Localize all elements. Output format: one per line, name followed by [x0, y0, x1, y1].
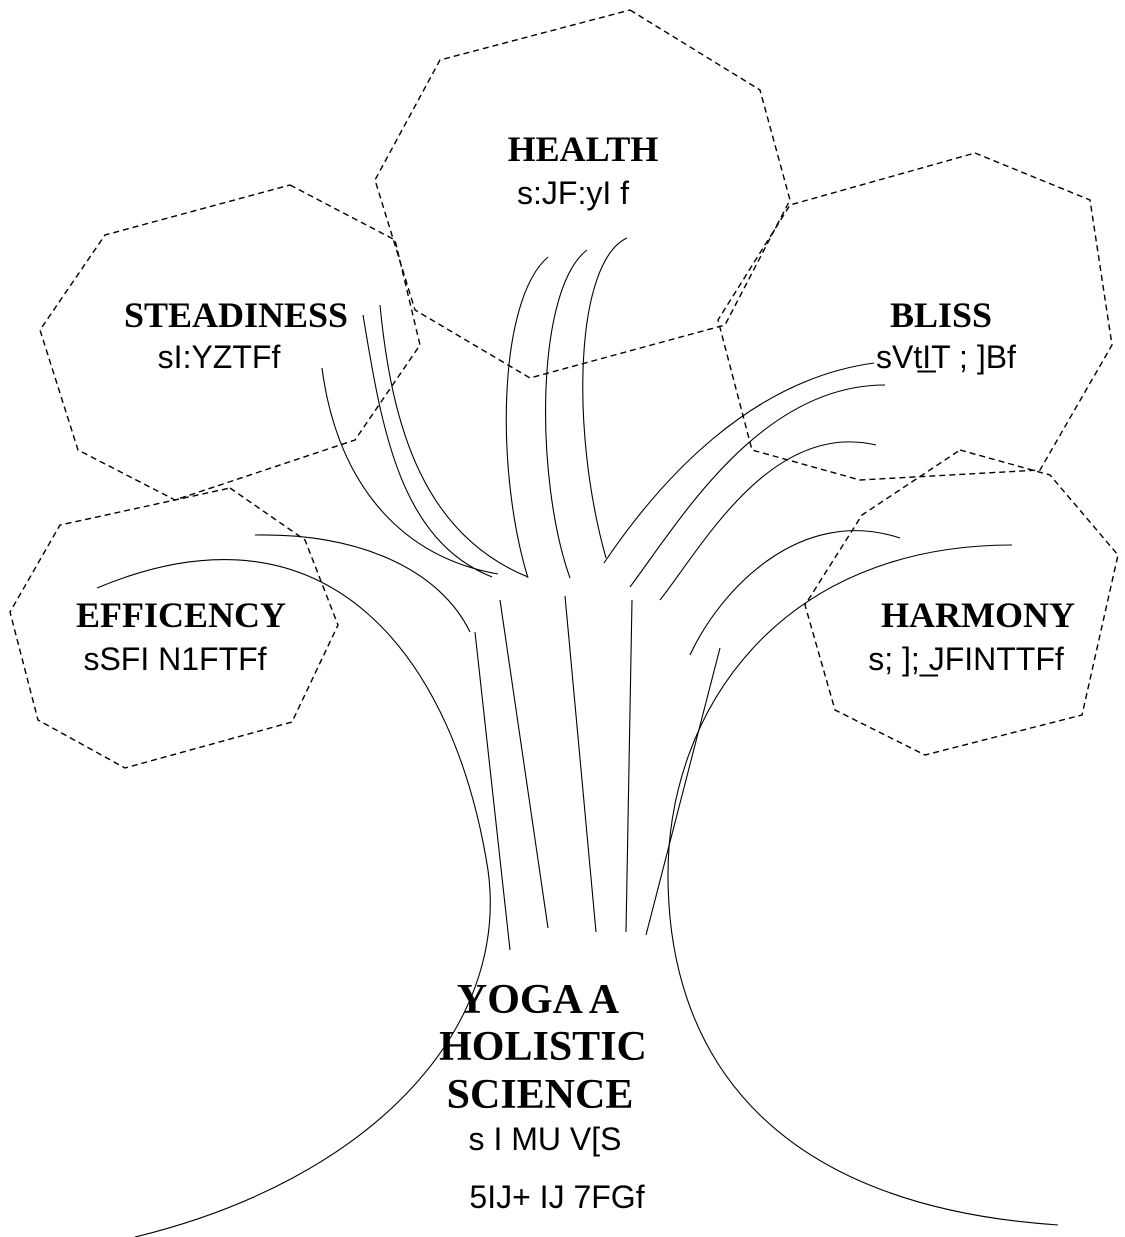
trunk-right-outline	[667, 544, 1059, 1226]
harmony-title: HARMONY	[881, 595, 1075, 635]
root-title-line-3: SCIENCE	[447, 1072, 634, 1118]
trunk-left-outline	[96, 559, 491, 1237]
branch-health-3	[582, 237, 628, 559]
branch-health-1	[505, 256, 549, 579]
node-harmony: HARMONY s; ]; ̲JFINTTFf	[868, 595, 1075, 677]
root-title-line-1: YOGA A	[457, 977, 620, 1023]
node-efficency: EFFICENCY sSFI N1FTFf	[76, 595, 286, 677]
trunk-strand-2	[499, 599, 549, 929]
root-gloss-line-2: 5IJ+ IJ 7FGf	[469, 1179, 644, 1215]
node-steadiness: STEADINESS sI:YZTFf	[124, 295, 348, 375]
trunk-strand-3	[564, 595, 597, 933]
trunk-strand-4	[625, 599, 633, 933]
efficency-frame	[9, 487, 339, 769]
branch-harmony-1	[689, 530, 901, 656]
branch-steadiness-2	[362, 314, 493, 578]
branches	[254, 237, 901, 951]
node-frames	[9, 9, 1119, 769]
branch-steadiness-3	[379, 304, 529, 578]
trunk-strand-5	[645, 647, 721, 936]
branch-health-2	[545, 249, 588, 579]
health-gloss: s:JF:yI f	[517, 175, 629, 211]
trunk	[96, 544, 1059, 1237]
efficency-gloss: sSFI N1FTFf	[83, 641, 266, 677]
root-gloss-line-1: s I MU V[S	[469, 1121, 622, 1157]
root-title-line-2: HOLISTIC	[439, 1024, 647, 1070]
trunk-strand-1	[474, 631, 511, 951]
health-title: HEALTH	[508, 129, 659, 169]
branch-efficency-1	[254, 534, 471, 633]
bliss-frame	[717, 152, 1113, 481]
branch-bliss-2	[629, 384, 886, 588]
node-bliss: BLISS sVtI̲T ; ]Bf	[876, 295, 1016, 375]
bliss-gloss: sVtI̲T ; ]Bf	[876, 339, 1016, 375]
branch-bliss-3	[659, 441, 877, 601]
harmony-frame	[804, 449, 1119, 756]
harmony-gloss: s; ]; ̲JFINTTFf	[868, 641, 1064, 677]
steadiness-gloss: sI:YZTFf	[158, 339, 281, 375]
branch-bliss-1	[603, 362, 875, 564]
branch-steadiness-1	[321, 367, 499, 575]
steadiness-title: STEADINESS	[124, 295, 348, 335]
health-frame	[374, 9, 791, 379]
root-node: YOGA A HOLISTIC SCIENCE s I MU V[S 5IJ+ …	[439, 977, 647, 1215]
bliss-title: BLISS	[890, 295, 992, 335]
efficency-title: EFFICENCY	[76, 595, 286, 635]
node-health: HEALTH s:JF:yI f	[508, 129, 659, 211]
